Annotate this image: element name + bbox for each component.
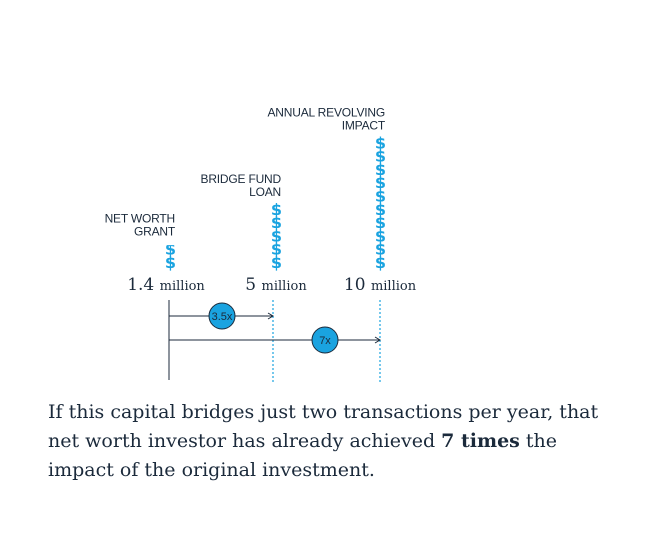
value-number: 10 [344,275,371,295]
dollar-icon: $ [375,226,386,245]
value-unit: million [371,279,417,294]
dollar-icon: $ [271,253,282,272]
multiplier-badge [311,326,339,354]
dollar-icon: $ [375,173,386,192]
caption-lead: If this capital bridges just two transac… [48,401,599,452]
arrowhead-icon [267,312,274,320]
caption: If this capital bridges just two transac… [48,398,628,485]
multiplier-badge-label: 7x [319,335,331,347]
arrowhead-icon [374,336,381,344]
column-label-line: ANNUAL REVOLVING [268,105,386,119]
dollar-icon: $ [375,147,386,166]
value-label: 1.4 million [127,275,205,295]
multiplier-1: 3.5x [169,302,274,330]
column-label-line: LOAN [249,185,281,199]
dollar-icon: $ [271,213,282,232]
dollar-icon: $ [165,240,176,259]
multiplier-badge-label: 3.5x [212,311,233,323]
dollar-icon: $ [375,253,386,272]
dollar-icon: $ [375,187,386,206]
value-label: 10 million [344,275,417,295]
dollar-icon: $ [375,240,386,259]
value-unit: million [262,279,308,294]
dollar-icon: $ [271,200,282,219]
column-label-line: GRANT [134,225,176,239]
column-label-line: NET WORTH [105,212,175,226]
value-unit: million [160,279,206,294]
dollar-icon: $ [165,253,176,272]
value-number: 1.4 [127,275,159,295]
dollar-icon: $ [375,200,386,219]
dollar-icon: $ [271,226,282,245]
multiplier-badge [208,302,236,330]
value-number: 5 [245,275,261,295]
dollar-icon: $ [271,240,282,259]
caption-tail: the impact of the original investment. [48,430,558,481]
dollar-icon: $ [375,213,386,232]
column-label-line: BRIDGE FUND [201,172,282,186]
multiplier-2: 7x [169,326,381,354]
column-label-line: IMPACT [342,118,386,132]
dollar-icon: $ [375,160,386,179]
multiplier-rulers: 3.5x 7x [168,300,381,382]
caption-emphasis: 7 times [441,430,520,452]
value-label: 5 million [245,275,307,295]
dollar-icon: $ [375,133,386,152]
